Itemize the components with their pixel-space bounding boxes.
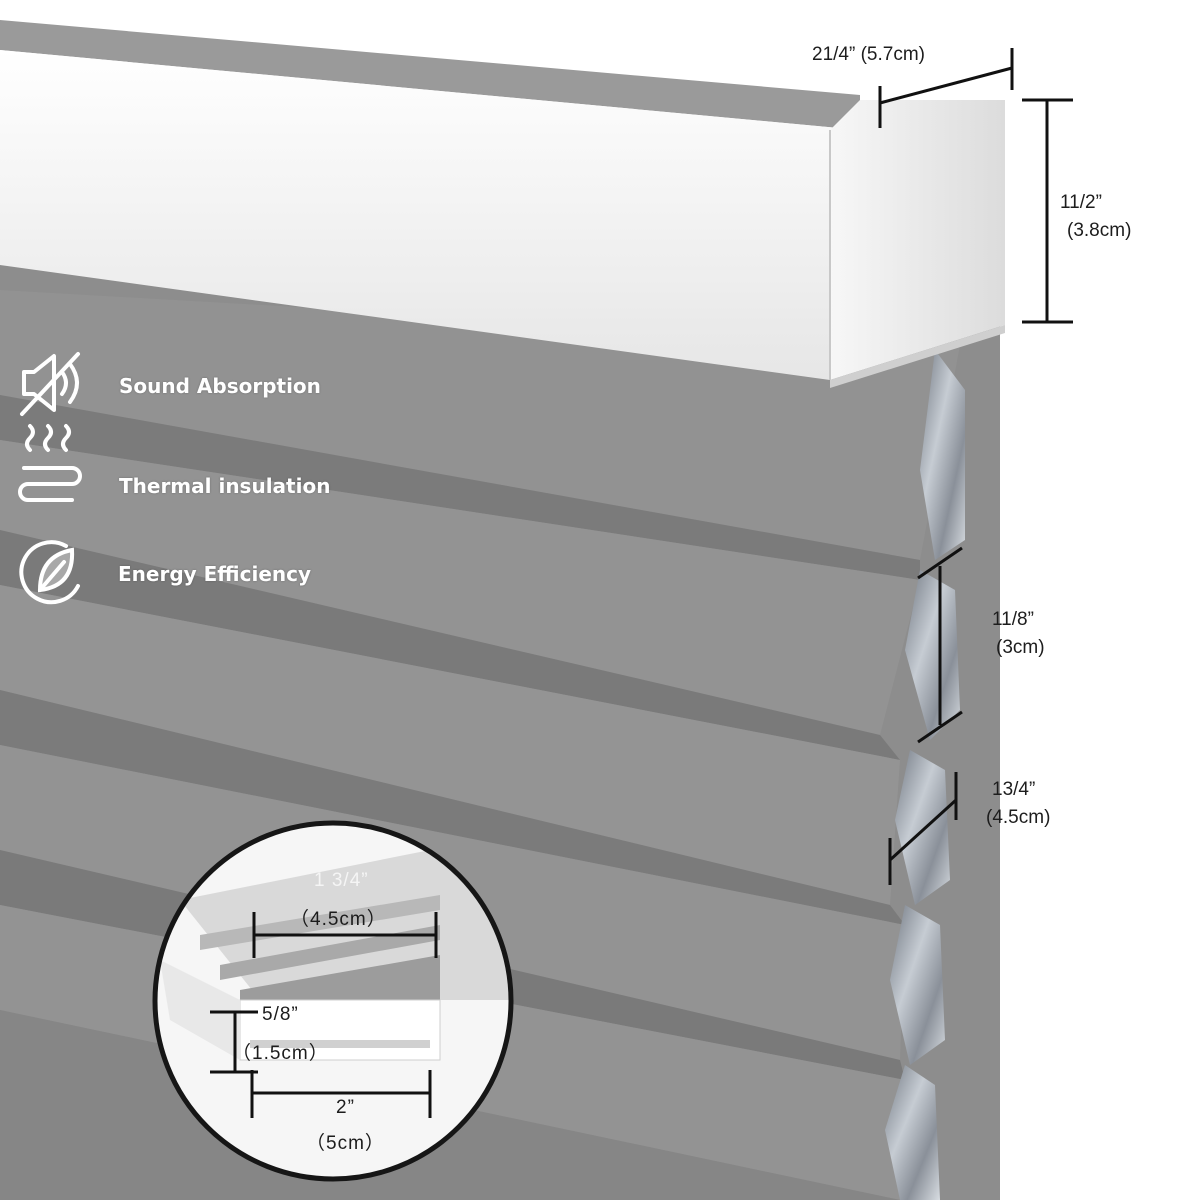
headrail-height-imperial-label: 11/2” [1060, 192, 1102, 213]
inset-stack-metric-label: （4.5cm） [290, 909, 387, 930]
headrail-depth-label: 21/4” (5.7cm) [812, 44, 925, 65]
inset-stack-imperial-label: 1 3/4” [314, 870, 369, 891]
headrail [0, 20, 1005, 388]
inset-rail-height-imperial-label: 5/8” [262, 1004, 299, 1025]
feature-label-sound-absorption: Sound Absorption [119, 374, 321, 398]
energy-efficiency-leaf-icon [19, 540, 80, 605]
inset-rail-width-imperial-label: 2” [336, 1097, 355, 1118]
inset-rail-height-metric-label: （1.5cm） [232, 1043, 329, 1064]
dimension-lines [878, 48, 1073, 885]
headrail-height-metric-label: (3.8cm) [1067, 220, 1132, 241]
inset-detail-circle [152, 820, 514, 1182]
cell-height-metric-label: (3cm) [996, 637, 1045, 658]
feature-label-thermal-insulation: Thermal insulation [119, 474, 331, 498]
sound-absorption-icon [20, 352, 80, 416]
feature-label-energy-efficiency: Energy Efficiency [118, 562, 312, 586]
inset-rail-width-metric-label: （5cm） [306, 1133, 385, 1154]
thermal-insulation-icon [18, 424, 82, 502]
cell-depth-metric-label: (4.5cm) [986, 807, 1051, 828]
cell-depth-imperial-label: 13/4” [992, 779, 1036, 800]
cell-height-imperial-label: 11/8” [992, 609, 1034, 630]
honeycomb-cell-ends [885, 350, 965, 1200]
